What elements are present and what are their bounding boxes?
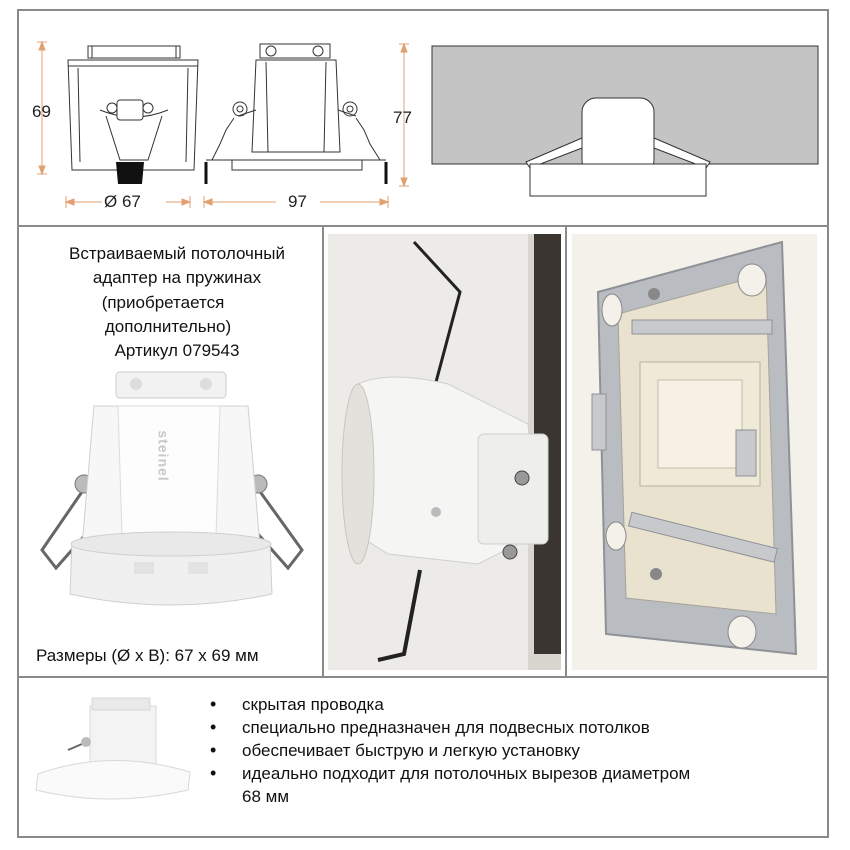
detector-with-adapter-photo xyxy=(35,697,191,800)
article-number: Артикул 079543 xyxy=(114,341,240,360)
mounting-frame-photo xyxy=(572,234,817,670)
installation-schematic xyxy=(431,45,819,197)
description-line-3: (приобретается xyxy=(101,293,225,312)
description-line-1: Встраиваемый потолочный xyxy=(68,244,286,263)
divider-v1 xyxy=(322,226,324,676)
size-caption: Размеры (Ø x B): 67 x 69 мм xyxy=(36,646,259,665)
divider-v2 xyxy=(565,226,567,676)
steinel-logo: steinel xyxy=(155,430,172,482)
feature-item: скрытая проводка xyxy=(210,693,712,716)
description-line-2: адаптер на пружинах xyxy=(92,268,262,287)
outer-frame xyxy=(17,9,829,838)
feature-item: идеально подходит для потолочных вырезов… xyxy=(210,762,712,808)
technical-drawing-side xyxy=(37,40,409,208)
features-list: скрытая проводка специально предназначен… xyxy=(210,693,712,808)
divider-top xyxy=(17,225,829,227)
divider-bottom xyxy=(17,676,829,678)
dimension-width-97: 97 xyxy=(288,192,307,211)
installed-adapter-photo xyxy=(328,234,561,670)
feature-item: специально предназначен для подвесных по… xyxy=(210,716,712,739)
spring-adapter-photo xyxy=(40,371,304,606)
description-line-4: дополнительно) xyxy=(104,317,232,336)
dimension-height-69: 69 xyxy=(32,102,51,121)
dimension-height-77: 77 xyxy=(393,108,412,127)
dimension-diameter: Ø 67 xyxy=(104,192,141,211)
feature-item: обеспечивает быструю и легкую установку xyxy=(210,739,712,762)
